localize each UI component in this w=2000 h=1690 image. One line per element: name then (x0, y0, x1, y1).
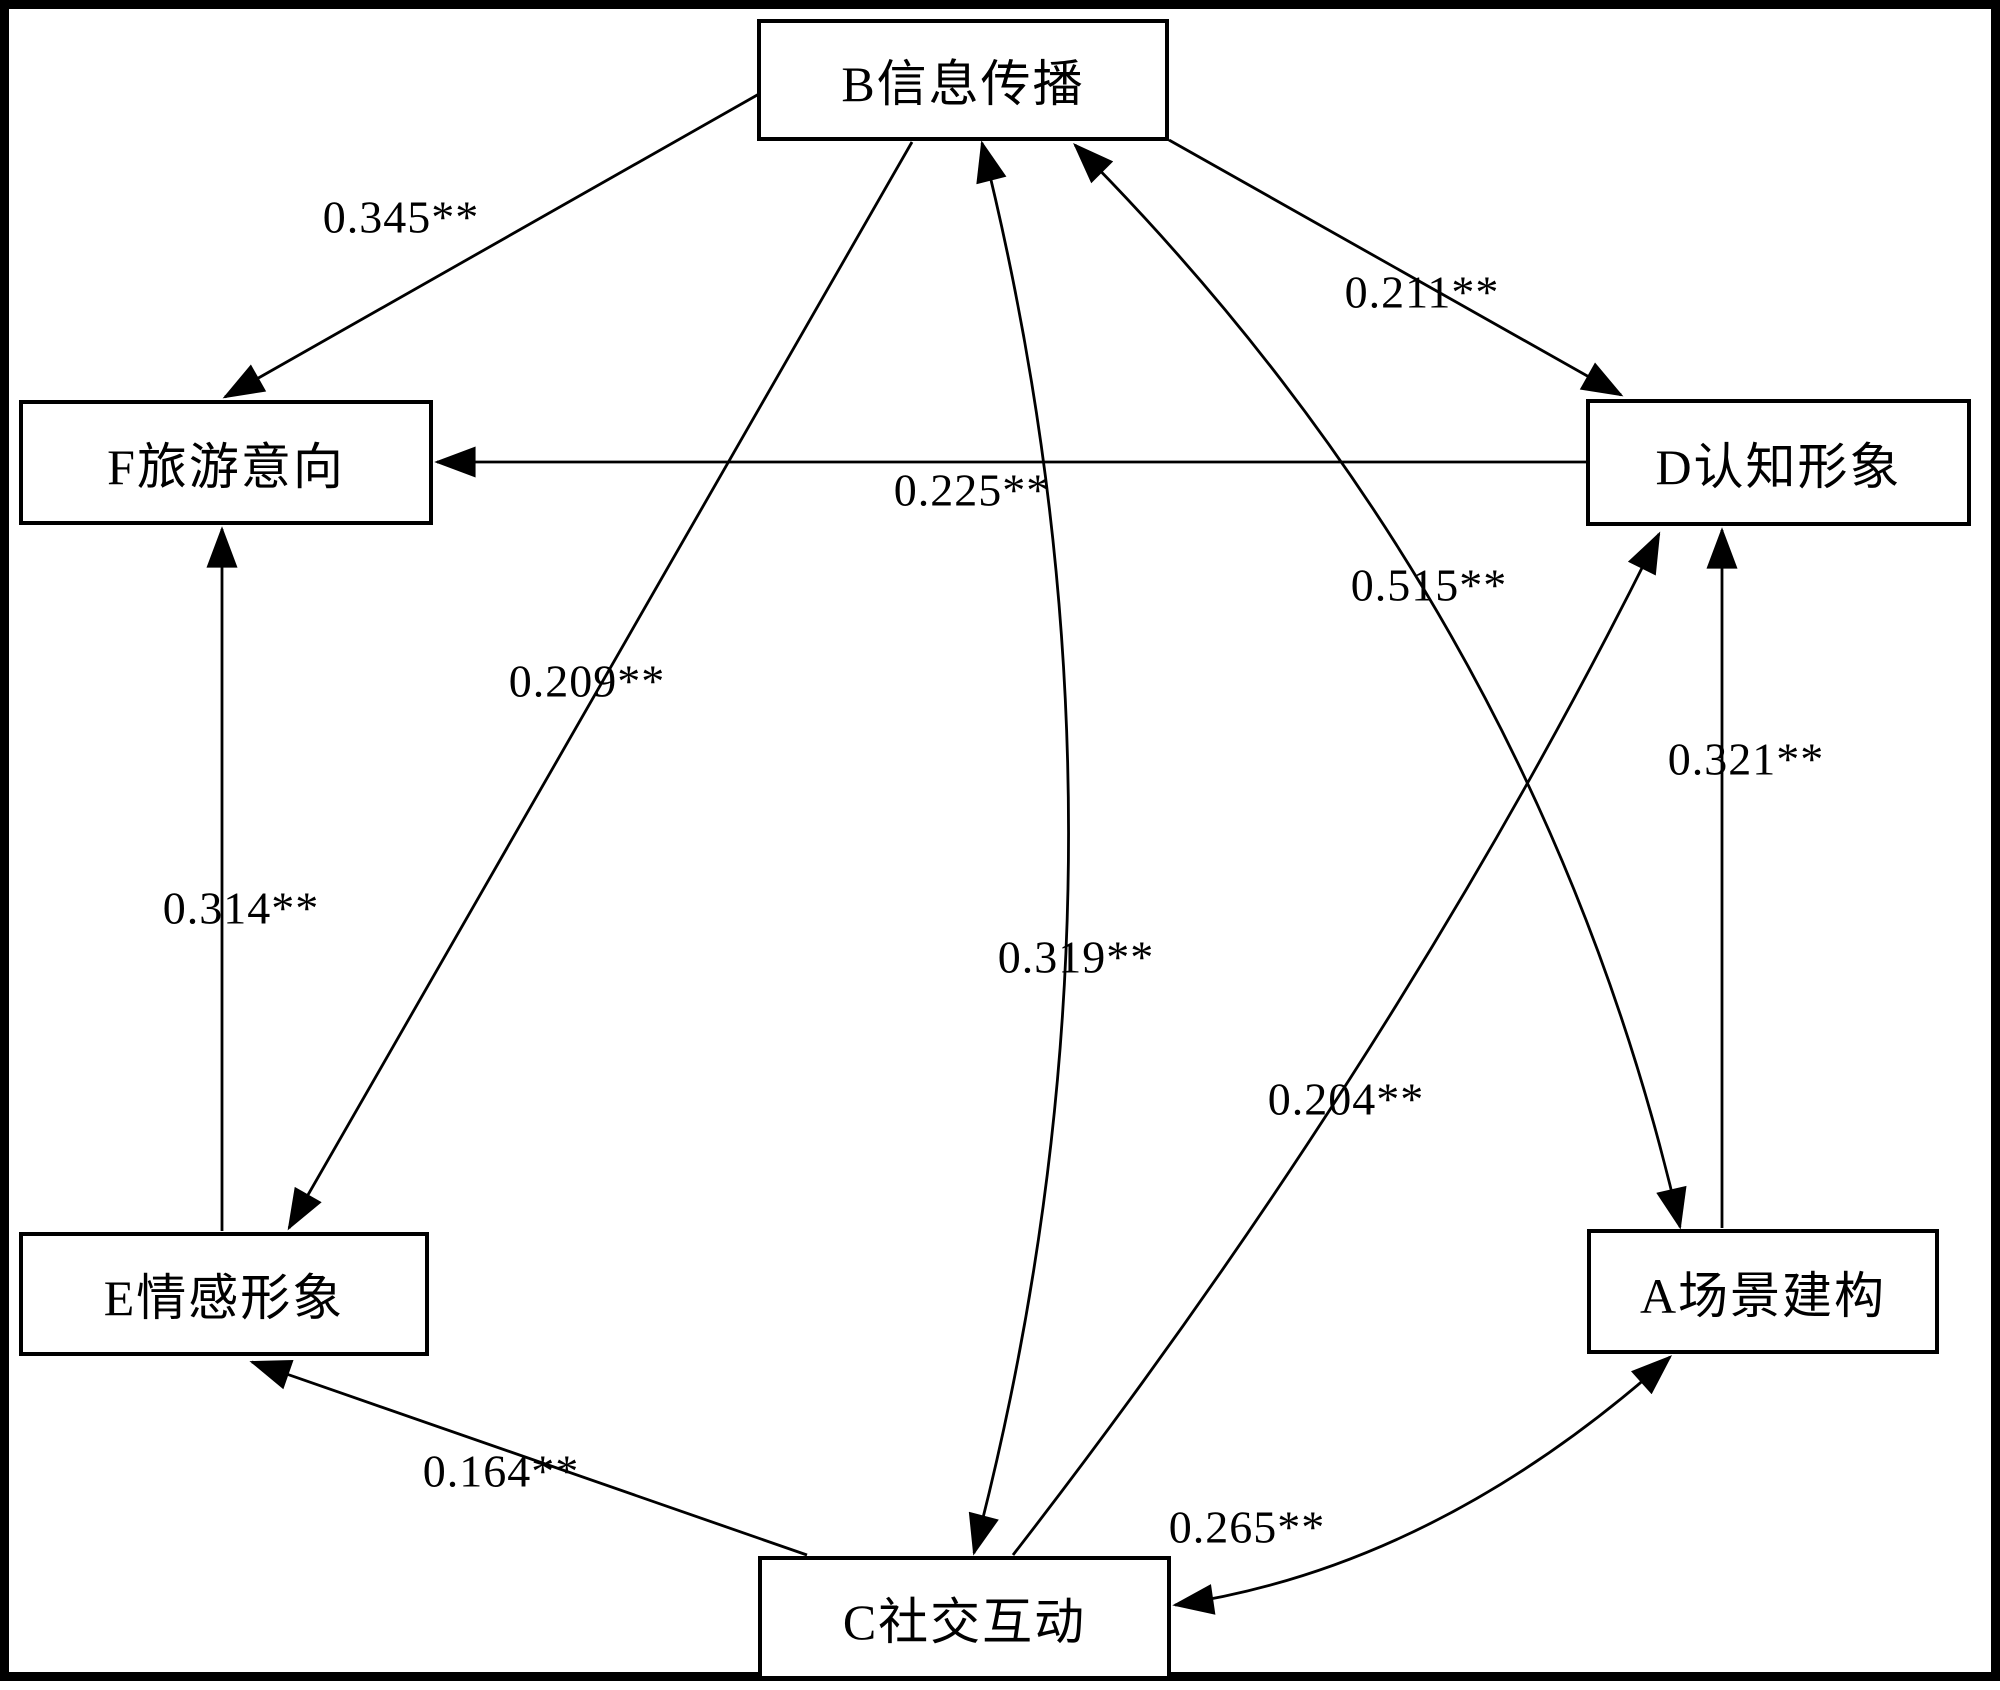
edge-label-B-F: 0.345** (322, 191, 480, 243)
edge-label-C-A: 0.265** (1168, 1501, 1326, 1553)
edge-label-C-D: 0.204** (1267, 1073, 1425, 1125)
edge-arrow-C-D (1011, 531, 1661, 1556)
edge-arrow-B-A (1073, 143, 1687, 1230)
edge-layer (206, 92, 1738, 1615)
node-f-travel-intention-box: F旅游意向 (19, 400, 433, 525)
edge-label-A-D: 0.321** (1667, 733, 1825, 785)
node-d-cognitive-image-box: D认知形象 (1586, 399, 1971, 526)
edge-arrow-C-A (1172, 1355, 1673, 1615)
node-a-scene-construction-box: A场景建构 (1587, 1229, 1939, 1354)
edge-label-B-E: 0.209** (508, 655, 666, 707)
edge-label-D-F: 0.225** (893, 464, 1051, 516)
node-e-label: E情感形象 (103, 1270, 345, 1326)
edge-label-C-E: 0.164** (422, 1445, 580, 1497)
edge-label-B-D: 0.211** (1344, 266, 1500, 318)
node-a-label: A场景建构 (1639, 1267, 1887, 1324)
edge-label-B-A: 0.515** (1350, 559, 1508, 611)
edge-label-B-C: 0.319** (997, 931, 1155, 983)
edge-arrow-B-C (968, 140, 1070, 1556)
node-b-information-spread-box: B信息传播 (757, 19, 1169, 141)
node-c-social-interaction-box: C社交互动 (758, 1556, 1171, 1680)
node-e-affective-image-box: E情感形象 (19, 1232, 429, 1356)
node-f-label: F旅游意向 (107, 438, 345, 495)
edge-arrow-B-E (287, 141, 914, 1231)
edge-arrow-B-F (222, 92, 760, 399)
edge-arrow-C-E (249, 1360, 808, 1557)
node-c-label: C社交互动 (842, 1594, 1087, 1650)
edge-label-E-F: 0.314** (162, 882, 320, 934)
node-d-label: D认知形象 (1655, 438, 1902, 495)
node-b-label: B信息传播 (841, 56, 1085, 112)
